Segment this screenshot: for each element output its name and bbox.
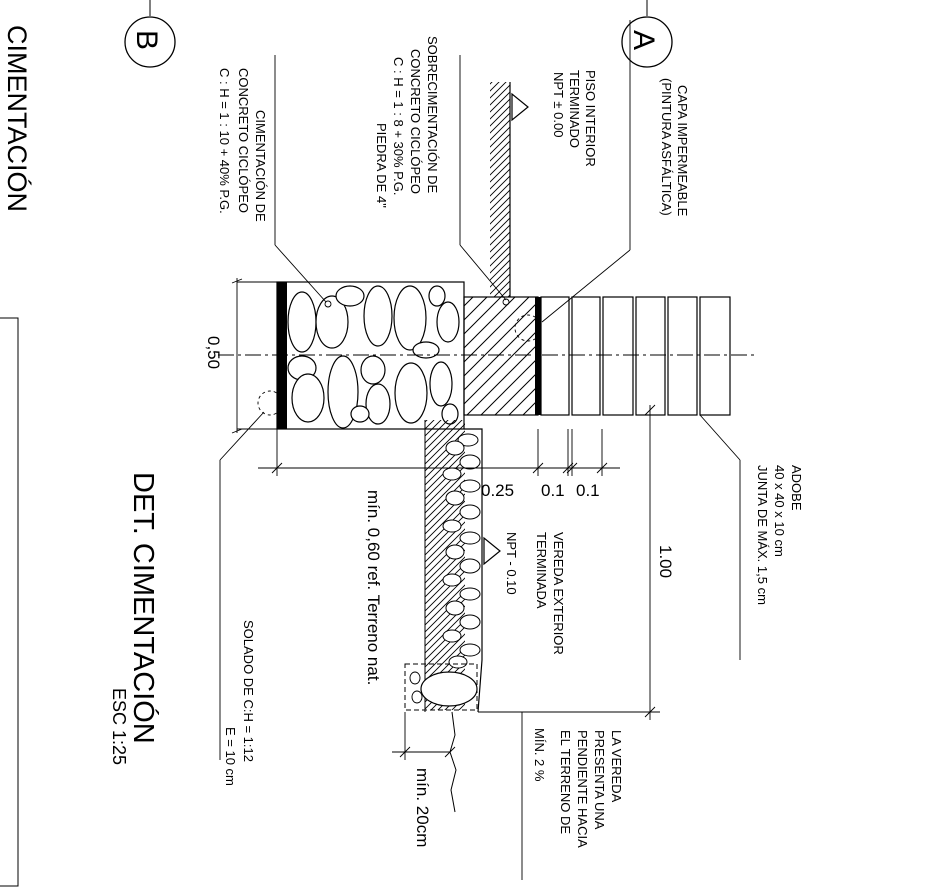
- curb-footing: [404, 663, 478, 711]
- note-waterproof-2: (PINTURA ASFÁLTICA): [659, 78, 674, 216]
- cyclopean-stones: [287, 285, 460, 429]
- exterior-sidewalk: [424, 420, 483, 713]
- note-adobe-2: 40 x 40 x 10 cm: [772, 465, 787, 557]
- note-slope-2: PRESENTA UNA: [592, 730, 607, 830]
- dim-height-100: 1.00: [656, 545, 675, 578]
- axis-a-label: A: [627, 30, 660, 50]
- title-box: [0, 317, 19, 887]
- level-marker-interior: [511, 92, 529, 122]
- note-overfoundation-4: PIEDRA DE 4": [374, 123, 389, 208]
- dim-025: 0.25: [481, 481, 514, 500]
- interior-floor: [490, 82, 510, 297]
- note-foundation-2: CONCRETO CICLÓPEO: [236, 68, 251, 213]
- note-overfoundation-3: C : H = 1 : 8 + 30% P.G.: [391, 57, 406, 196]
- note-floor-1: PISO INTERIOR: [583, 70, 598, 167]
- note-slope-4: EL TERRENO DE: [558, 730, 573, 834]
- sheet-title: CIMENTACIÓN: [2, 25, 33, 212]
- waterproof-layer: [535, 297, 541, 415]
- note-blinding-2: E = 10 cm: [223, 727, 238, 786]
- dim-01-b: 0.1: [576, 481, 600, 500]
- dimension-lines: [231, 278, 660, 760]
- dim-width-050: 0,50: [204, 336, 223, 369]
- natural-terrain-line: [449, 711, 457, 813]
- note-blinding-1: SOLADO DE C:H = 1:12: [241, 620, 256, 762]
- axis-b-bubble: B: [124, 0, 176, 68]
- leader-lines: [219, 20, 741, 760]
- detail-scale: ESC 1:25: [109, 688, 129, 765]
- level-marker-exterior: [483, 536, 501, 566]
- overfoundation-block: [463, 296, 539, 416]
- note-waterproof-1: CAPA IMPERMEABLE: [675, 85, 690, 217]
- note-sidewalk-1: VEREDA EXTERIOR: [551, 532, 566, 655]
- note-adobe-3: JUNTA DE MÁX. 1,5 cm: [755, 465, 770, 605]
- axis-b-label: B: [130, 30, 163, 50]
- note-overfoundation-2: CONCRETO CICLÓPEO: [408, 49, 423, 194]
- note-sidewalk-2: TERMINADA: [534, 532, 549, 609]
- adobe-wall: [540, 296, 731, 416]
- axis-a-bubble: A: [621, 0, 673, 68]
- note-foundation-1: CIMENTACIÓN DE: [253, 110, 268, 222]
- note-slope-3: PENDIENTE HACIA: [575, 730, 590, 848]
- dim-01-a: 0.1: [541, 481, 565, 500]
- note-slope-5: MÍN. 2 %: [532, 728, 547, 782]
- note-floor-3: NPT ± 0.00: [551, 72, 566, 137]
- detail-title: DET. CIMENTACIÓN: [127, 472, 160, 744]
- sidewalk-stones: [442, 433, 481, 669]
- note-floor-2: TERMINADO: [567, 70, 582, 148]
- note-slope-1: LA VEREDA: [609, 730, 624, 803]
- note-foundation-3: C : H = 1 : 10 + 40% P.G.: [217, 68, 232, 214]
- note-overfoundation-1: SOBRECIMENTACIÓN DE: [425, 36, 440, 194]
- note-adobe-1: ADOBE: [789, 465, 804, 511]
- note-natural-terrain: mín. 0,60 ref. Terreno nat.: [364, 490, 383, 685]
- note-sidewalk-3: NPT - 0.10: [504, 532, 519, 595]
- dim-min-20cm: mín. 20cm: [413, 768, 432, 847]
